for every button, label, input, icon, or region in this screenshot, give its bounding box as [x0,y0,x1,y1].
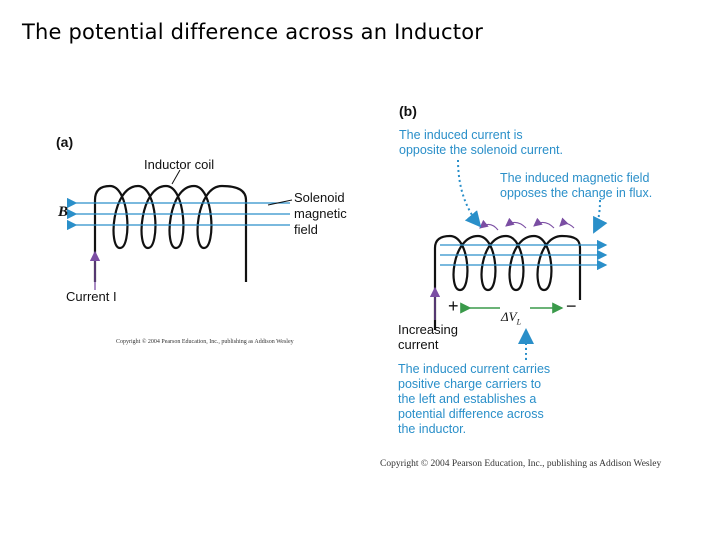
field-label-1: Solenoid [294,190,345,205]
field-label-3: field [294,222,318,237]
note3-line4: potential difference across [398,407,544,421]
b-vector-symbol: B [58,204,69,220]
copyright-b: Copyright © 2004 Pearson Education, Inc.… [380,459,662,469]
increasing-line2: current [398,337,439,352]
panel-b-tag: (b) [399,103,417,119]
panel-a-field-lines [66,197,290,231]
panel-b-field-lines [440,239,608,271]
coil-label: Inductor coil [144,157,215,172]
current-label-a: Current I [66,289,117,304]
note3-line3: the left and establishes a [398,392,537,406]
panel-a-tag: (a) [56,134,74,150]
increasing-line1: Increasing [398,322,458,337]
field-pointer [267,199,293,206]
field-label-2: magnetic [294,206,347,221]
page-title: The potential difference across an Induc… [22,20,484,44]
note3-line2: positive charge carriers to [398,377,542,391]
note2-pointer [593,199,608,234]
note2-line1: The induced magnetic field [500,171,650,185]
note1-line2: opposite the solenoid current. [399,143,563,157]
plus-sign: + [448,296,459,316]
note1-pointer [457,159,482,228]
note2-line2: opposes the change in flux. [500,186,653,200]
note3-line1: The induced current carries [398,362,551,376]
note1-line1: The induced current is [399,128,523,142]
note3-line5: the inductor. [398,422,467,436]
induced-field-arrows [479,217,575,231]
delta-v-label: ΔVL [501,309,522,327]
copyright-a: Copyright © 2004 Pearson Education, Inc.… [116,339,294,345]
minus-sign: − [566,296,577,316]
panel-a-coil [93,184,248,282]
coil-pointer [171,169,181,185]
